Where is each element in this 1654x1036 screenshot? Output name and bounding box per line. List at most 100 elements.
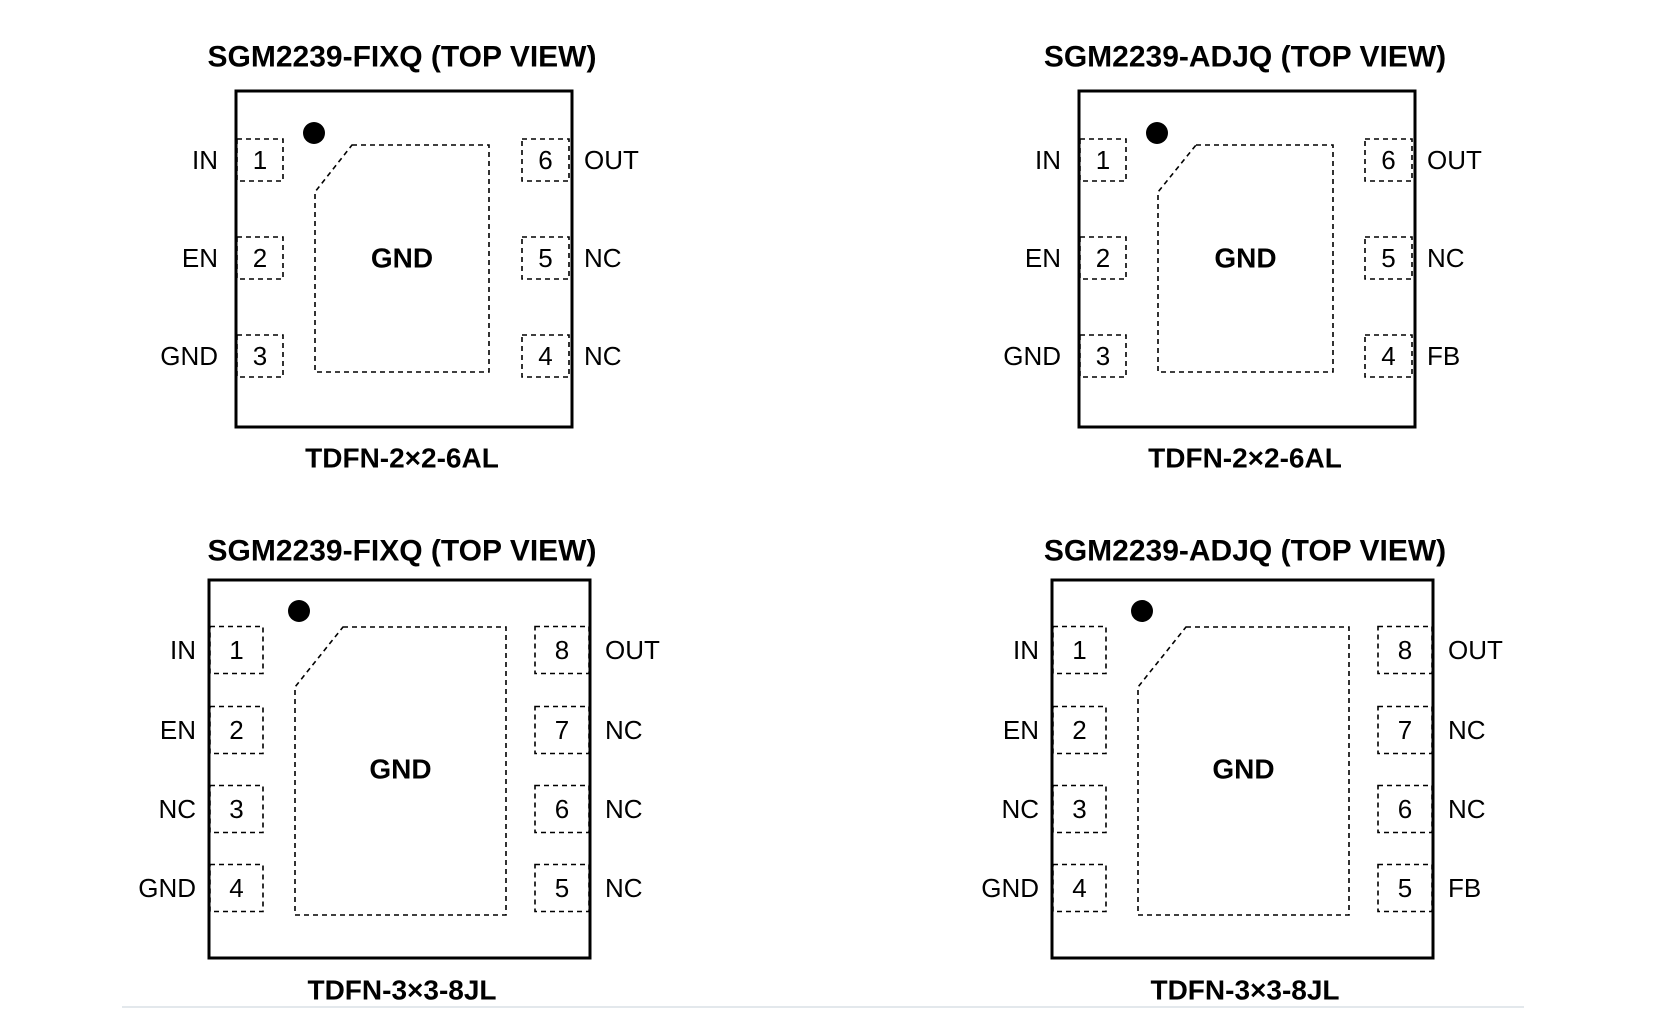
- exposed-pad: [1157, 144, 1334, 373]
- pin-name: EN: [160, 715, 196, 745]
- pin-number: 2: [1096, 243, 1110, 273]
- pin-pad: [236, 334, 284, 378]
- pin-pad: [209, 784, 264, 834]
- pin-name: FB: [1427, 341, 1460, 371]
- pin-name: GND: [138, 873, 196, 903]
- pin-pad: [209, 705, 264, 755]
- pin-name: NC: [605, 873, 643, 903]
- pin-number: 5: [1381, 243, 1395, 273]
- pin-number: 7: [1398, 715, 1412, 745]
- pin-pad: [521, 138, 570, 182]
- pin-pad: [1052, 784, 1107, 834]
- pin-pad: [1377, 863, 1433, 913]
- pin-name: EN: [1025, 243, 1061, 273]
- pin-name: NC: [1448, 715, 1486, 745]
- pin-pad: [1052, 625, 1107, 675]
- pin-name: IN: [192, 145, 218, 175]
- pin-name: IN: [1013, 635, 1039, 665]
- exposed-pad: [1137, 626, 1350, 916]
- pin-number: 5: [1398, 873, 1412, 903]
- pin-diagram: SGM2239-FIXQ (TOP VIEW)GND1IN2EN3NC4GND8…: [138, 535, 660, 1006]
- pin-number: 1: [253, 145, 267, 175]
- pin-pad: [236, 138, 284, 182]
- pin-pad: [1079, 236, 1127, 280]
- pin-name: GND: [1003, 341, 1061, 371]
- pin-pad: [534, 625, 590, 675]
- pin-diagram: SGM2239-ADJQ (TOP VIEW) GND 1 IN 2 EN 3 GND 6 OUT…: [1003, 41, 1482, 474]
- pin-pad: [209, 625, 264, 675]
- pin-number: 1: [1096, 145, 1110, 175]
- pin-pad: [1079, 334, 1127, 378]
- diagram-title: SGM2239-ADJQ (TOP VIEW): [1044, 535, 1446, 568]
- pin-pad: [209, 863, 264, 913]
- pin-name: IN: [1035, 145, 1061, 175]
- pin-number: 6: [555, 794, 569, 824]
- diagram-title: SGM2239-FIXQ (TOP VIEW): [208, 41, 597, 74]
- pin-number: 3: [1072, 794, 1086, 824]
- package-outline: [234, 89, 574, 429]
- pin-pad: [1377, 705, 1433, 755]
- pin-name: IN: [170, 635, 196, 665]
- package-name: TDFN-2×2-6AL: [1148, 443, 1342, 474]
- pin-name: EN: [182, 243, 218, 273]
- pin-pad: [236, 236, 284, 280]
- pin-number: 2: [1072, 715, 1086, 745]
- pin-diagram: SGM2239-ADJQ (TOP VIEW)GND1IN2EN3NC4GND8…: [981, 535, 1503, 1006]
- pin-name: GND: [981, 873, 1039, 903]
- pin-number: 5: [538, 243, 552, 273]
- pin-pad: [1052, 705, 1107, 755]
- pin-number: 2: [229, 715, 243, 745]
- pin-pad: [1052, 863, 1107, 913]
- pin-pad: [1364, 138, 1413, 182]
- pin-number: 3: [253, 341, 267, 371]
- pin-number: 7: [555, 715, 569, 745]
- pin-name: NC: [584, 243, 622, 273]
- pin-name: NC: [158, 794, 196, 824]
- pin1-indicator-dot: [1131, 600, 1153, 622]
- exposed-pad-label: GND: [369, 754, 431, 785]
- diagram-title: SGM2239-FIXQ (TOP VIEW): [208, 535, 597, 568]
- pin-number: 3: [1096, 341, 1110, 371]
- pin-pad: [1079, 138, 1127, 182]
- exposed-pad-label: GND: [1214, 243, 1276, 274]
- pin-number: 1: [229, 635, 243, 665]
- pin-number: 6: [1398, 794, 1412, 824]
- pin-pad: [1364, 236, 1413, 280]
- pin1-indicator-dot: [1146, 122, 1168, 144]
- pin-number: 1: [1072, 635, 1086, 665]
- exposed-pad: [294, 626, 507, 916]
- pin-number: 6: [538, 145, 552, 175]
- pin1-indicator-dot: [303, 122, 325, 144]
- diagram-title: SGM2239-ADJQ (TOP VIEW): [1044, 41, 1446, 74]
- pin-number: 4: [1072, 873, 1086, 903]
- pin-name: NC: [605, 715, 643, 745]
- package-outline: [1077, 89, 1417, 429]
- pin-number: 4: [229, 873, 243, 903]
- pin-number: 8: [555, 635, 569, 665]
- pin-name: EN: [1003, 715, 1039, 745]
- pin-pad: [534, 705, 590, 755]
- pin-name: OUT: [584, 145, 639, 175]
- pin-pad: [534, 784, 590, 834]
- pin-number: 4: [1381, 341, 1395, 371]
- package-outline: [1050, 578, 1435, 960]
- pin-number: 8: [1398, 635, 1412, 665]
- package-outline: [207, 578, 592, 960]
- pin-number: 3: [229, 794, 243, 824]
- pin-pad: [1377, 784, 1433, 834]
- pin-pad: [1364, 334, 1413, 378]
- pin-number: 5: [555, 873, 569, 903]
- pin-name: FB: [1448, 873, 1481, 903]
- package-name: TDFN-3×3-8JL: [1150, 975, 1339, 1006]
- pin-number: 6: [1381, 145, 1395, 175]
- exposed-pad-label: GND: [371, 243, 433, 274]
- pin-name: OUT: [1427, 145, 1482, 175]
- package-name: TDFN-2×2-6AL: [305, 443, 499, 474]
- pin-pad: [521, 334, 570, 378]
- pin1-indicator-dot: [288, 600, 310, 622]
- pin-name: OUT: [605, 635, 660, 665]
- pin-name: NC: [1448, 794, 1486, 824]
- pin-number: 4: [538, 341, 552, 371]
- pin-name: NC: [1427, 243, 1465, 273]
